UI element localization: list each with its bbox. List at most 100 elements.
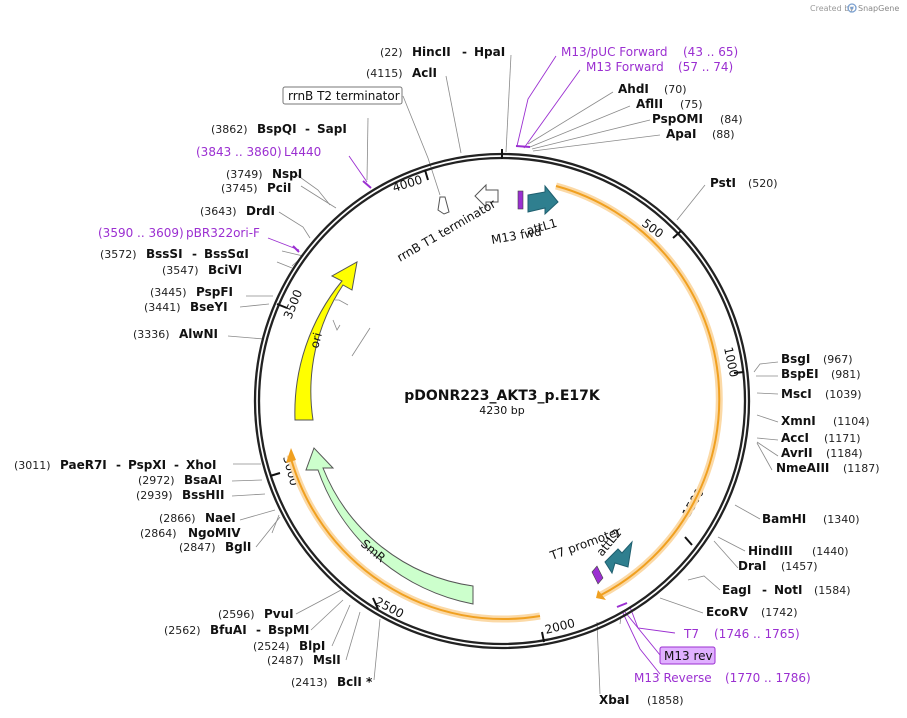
blpi-pos: (2524) — [253, 640, 290, 653]
nspi-pos: (3749) — [226, 168, 263, 181]
ecorv-pos: (1742) — [761, 606, 798, 619]
m13puc-primer-name: M13/pUC Forward — [561, 45, 668, 59]
nmeaiii-name: NmeAIII — [776, 461, 829, 475]
nspi-name: NspI — [272, 167, 302, 181]
bsssi-pos: (3572) — [100, 248, 137, 261]
l4440-primer-name: L4440 — [284, 145, 321, 159]
bfuai-pos: (2562) — [164, 624, 201, 637]
m13puc-primer-range: (43 .. 65) — [683, 45, 738, 59]
bgli-name: BglI — [225, 540, 251, 554]
acci-pos: (1171) — [824, 432, 861, 445]
bfuai-name: BfuAI — [210, 623, 247, 637]
aflii-name: AflII — [636, 97, 663, 111]
bsgi-name: BsgI — [781, 352, 810, 366]
paer7i-pos: (3011) — [14, 459, 51, 472]
bspqi-pos: (3862) — [211, 123, 248, 136]
m13-rev-label: M13 rev — [664, 649, 713, 663]
tick-label-1000: 1000 — [721, 346, 741, 379]
credit-prefix: Created by — [810, 4, 854, 13]
orange-band-left — [289, 454, 541, 621]
psti-pos: (520) — [748, 177, 778, 190]
l4440-primer-range: (3843 .. 3860) — [196, 145, 282, 159]
bsssi-separator: - — [192, 247, 197, 261]
tick-marks — [269, 149, 745, 643]
bcivi-name: BciVI — [208, 263, 242, 277]
t7-promoter-marker — [591, 565, 604, 585]
bseyi-name: BseYI — [190, 300, 228, 314]
pcii-pos: (3745) — [221, 182, 258, 195]
apai-pos: (88) — [712, 128, 735, 141]
bsssi-name: BssSI — [146, 247, 183, 261]
xhoi-name: XhoI — [186, 458, 217, 472]
xmni-name: XmnI — [781, 414, 816, 428]
bsaai-name: BsaAI — [184, 473, 222, 487]
m13f-primer-name: M13 Forward — [586, 60, 664, 74]
pvui-pos: (2596) — [218, 608, 255, 621]
orange-band-right — [555, 185, 721, 596]
hindiii-pos: (1440) — [812, 545, 849, 558]
pvui-name: PvuI — [264, 607, 294, 621]
acli-pos: (4115) — [366, 67, 403, 80]
smr-arrow — [305, 447, 474, 605]
avrii-name: AvrII — [781, 446, 813, 460]
ahdi-pos: (70) — [664, 83, 687, 96]
apai-name: ApaI — [666, 127, 696, 141]
m13-reverse-primer-name: M13 Reverse — [634, 671, 712, 685]
msci-name: MscI — [781, 387, 812, 401]
drdi-name: DrdI — [246, 204, 275, 218]
bcli-pos: (2413) — [291, 676, 328, 689]
blpi-name: BlpI — [299, 639, 325, 653]
primer-ticks — [292, 145, 628, 608]
rrnb-t2-arrow — [437, 196, 450, 215]
bsssai-name: BssSαI — [204, 247, 249, 261]
plasmid-name: pDONR223_AKT3_p.E17K — [404, 388, 601, 404]
msci-pos: (1039) — [825, 388, 862, 401]
orange-band-right-arrowhead — [596, 590, 606, 600]
bseyi-pos: (3441) — [144, 301, 181, 314]
xbai-name: XbaI — [599, 693, 629, 707]
attl2-arrow — [604, 540, 633, 575]
bamhi-pos: (1340) — [823, 513, 860, 526]
sapi-name: SapI — [317, 122, 347, 136]
ngomiv-pos: (2864) — [140, 527, 177, 540]
hindiii-name: HindIII — [748, 544, 793, 558]
ori-label: ori — [307, 331, 325, 350]
orange-band-left-arrowhead — [286, 448, 296, 463]
tick-label-4000: 4000 — [391, 173, 424, 195]
pspomi-pos: (84) — [720, 113, 743, 126]
bamhi-name: BamHI — [762, 512, 806, 526]
pspomi-name: PspOMI — [652, 112, 703, 126]
drdi-pos: (3643) — [200, 205, 237, 218]
eagi-separator: - — [762, 583, 767, 597]
bcivi-pos: (3547) — [162, 264, 199, 277]
bsshii-name: BssHII — [182, 488, 224, 502]
leader-lines — [227, 54, 779, 695]
msli-pos: (2487) — [267, 654, 304, 667]
credit-brand: SnapGene — [858, 4, 899, 13]
msli-name: MslI — [313, 653, 341, 667]
bsgi-pos: (967) — [823, 353, 853, 366]
m13-fwd-marker — [517, 190, 524, 210]
naei-name: NaeI — [205, 511, 236, 525]
bsshii-pos: (2939) — [136, 489, 173, 502]
m13-rev-box — [659, 646, 716, 665]
acli-name: AclI — [412, 66, 437, 80]
drai-name: DraI — [738, 559, 766, 573]
bspqi-name: BspQI — [257, 122, 297, 136]
hpai-name: HpaI — [474, 45, 505, 59]
attl1-arrow — [527, 184, 559, 216]
bspmi-name: BspMI — [268, 623, 309, 637]
hincii-name: HincII — [412, 45, 451, 59]
bcli-name: BclI * — [337, 675, 373, 689]
pcii-name: PciI — [267, 181, 292, 195]
avrii-pos: (1184) — [826, 447, 863, 460]
naei-pos: (2866) — [159, 512, 196, 525]
ecorv-name: EcoRV — [706, 605, 749, 619]
noti-name: NotI — [774, 583, 803, 597]
pspfi-pos: (3445) — [150, 286, 187, 299]
ori-arrow — [294, 261, 358, 421]
bspqi-separator: - — [305, 122, 310, 136]
hincii-pos: (22) — [380, 46, 403, 59]
pspxi-separator: - — [174, 458, 179, 472]
